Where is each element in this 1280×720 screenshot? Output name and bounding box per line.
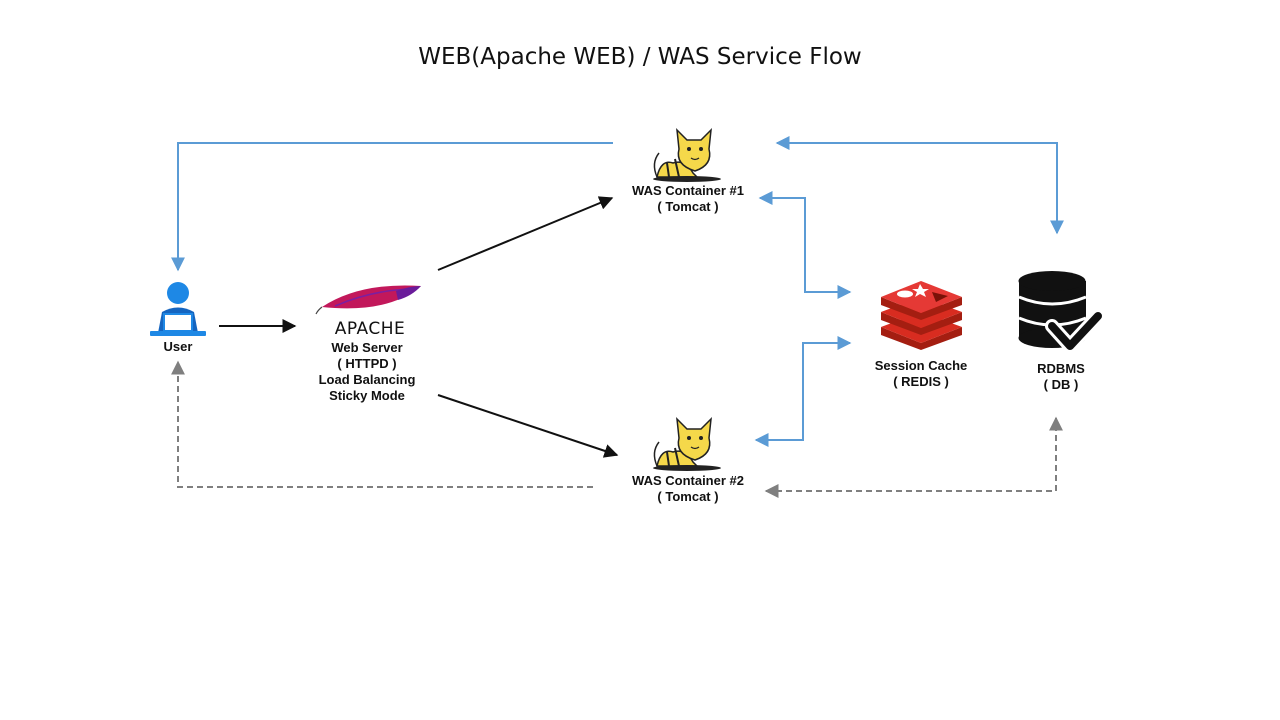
arrow-was1-rdbms bbox=[775, 136, 1064, 235]
redis-icon bbox=[881, 281, 962, 350]
apache-feather-icon bbox=[315, 285, 421, 315]
apache-logo-text: APACHE bbox=[334, 319, 406, 339]
arrow-was1-redis bbox=[758, 191, 852, 299]
user-label: User bbox=[163, 339, 193, 354]
arrow-apache-to-was2 bbox=[437, 394, 619, 458]
tomcat-icon-was2 bbox=[653, 416, 721, 471]
apache-label: Web Server ( HTTPD ) Load Balancing Stic… bbox=[318, 340, 416, 403]
arrow-apache-to-was1 bbox=[437, 196, 614, 271]
was2-label: WAS Container #2 ( Tomcat ) bbox=[632, 473, 744, 504]
was1-label: WAS Container #1 ( Tomcat ) bbox=[632, 183, 744, 214]
arrow-was1-to-user bbox=[171, 142, 613, 272]
tomcat-icon-was1 bbox=[653, 127, 721, 182]
dashed-arrow-was2-rdbms bbox=[764, 416, 1063, 498]
dashed-arrow-was2-to-user bbox=[171, 360, 593, 488]
arrow-was2-redis bbox=[754, 336, 852, 447]
redis-label: Session Cache ( REDIS ) bbox=[874, 358, 968, 389]
database-check-icon bbox=[1018, 271, 1105, 353]
diagram-title: WEB(Apache WEB) / WAS Service Flow bbox=[418, 44, 862, 70]
user-icon bbox=[150, 282, 206, 336]
rdbms-label: RDBMS ( DB ) bbox=[1037, 361, 1085, 392]
